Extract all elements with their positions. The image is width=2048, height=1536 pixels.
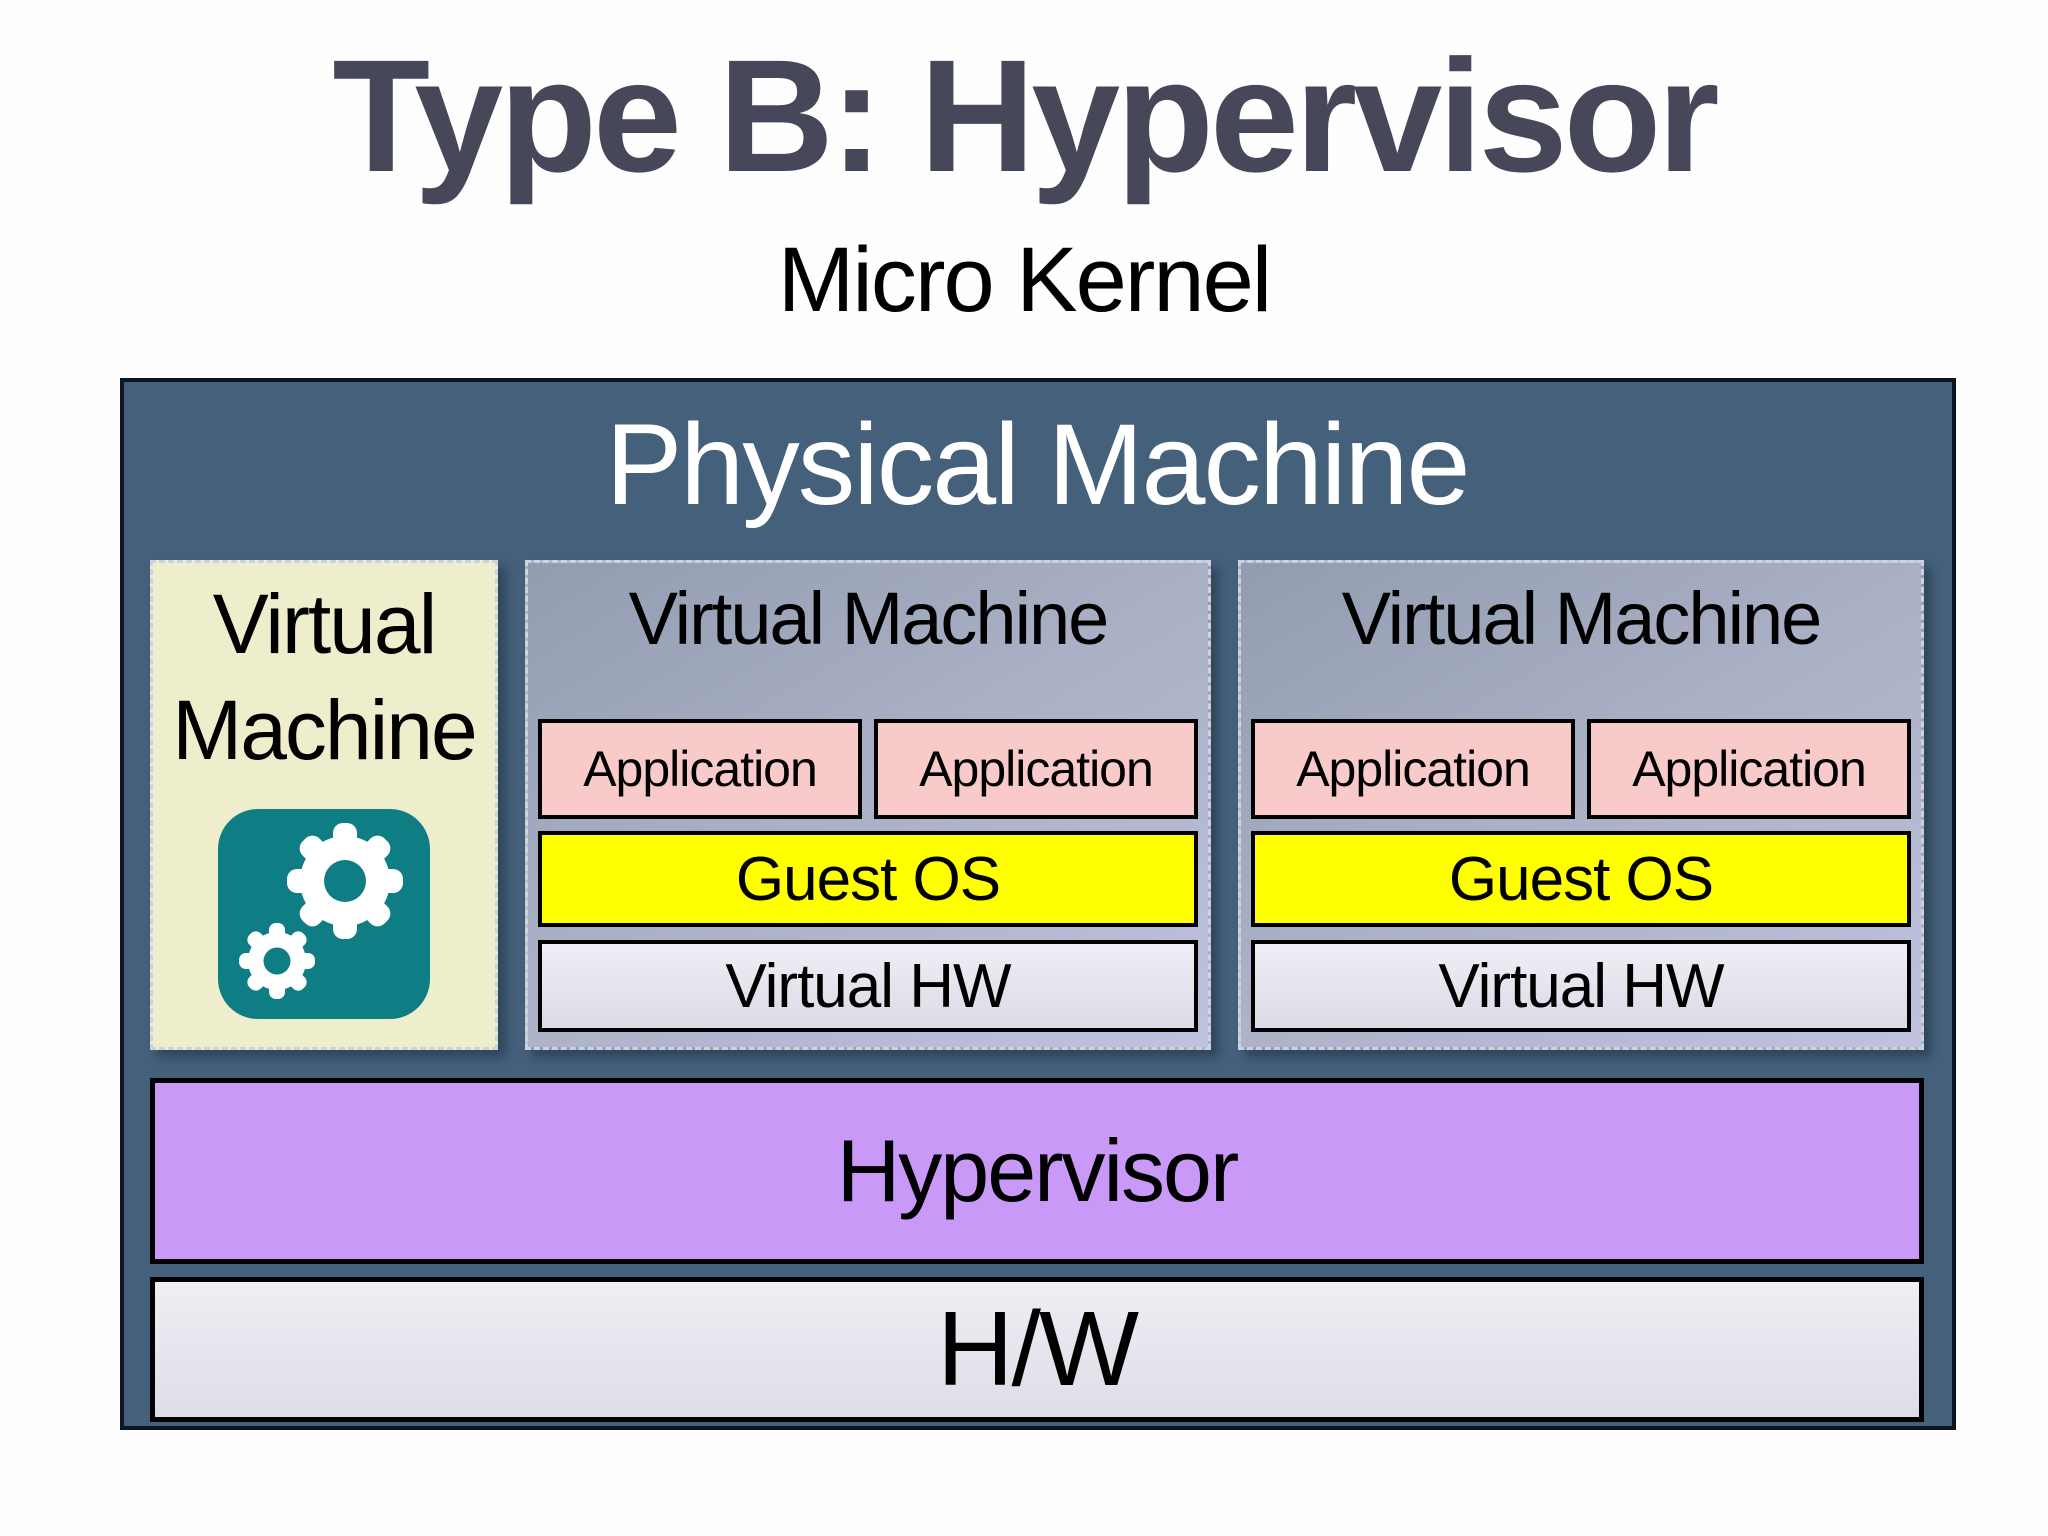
virtual-hw-box: Virtual HW bbox=[538, 940, 1198, 1032]
application-box: Application bbox=[1587, 719, 1911, 819]
hardware-bar: H/W bbox=[150, 1277, 1924, 1422]
virtual-machine-2-label: Virtual Machine bbox=[1341, 577, 1823, 660]
virtual-machine-appliance-label: Virtual Machine bbox=[172, 577, 478, 777]
application-box: Application bbox=[1251, 719, 1575, 819]
applications-row: Application Application bbox=[1251, 719, 1911, 819]
virtual-hw-box: Virtual HW bbox=[1251, 940, 1911, 1032]
applications-row: Application Application bbox=[538, 719, 1198, 819]
virtual-machine-box-2: Virtual Machine Application Application … bbox=[1238, 560, 1924, 1050]
application-box: Application bbox=[874, 719, 1198, 819]
physical-machine-label: Physical Machine bbox=[605, 401, 1471, 529]
virtual-machines-row: Virtual Machine bbox=[150, 560, 1924, 1050]
physical-machine-box: Physical Machine Virtual Machine bbox=[120, 378, 1956, 1430]
hypervisor-bar: Hypervisor bbox=[150, 1078, 1924, 1264]
page-title: Type B: Hypervisor bbox=[332, 26, 1719, 205]
gears-icon bbox=[218, 809, 430, 1019]
virtual-machine-box-1: Virtual Machine Application Application … bbox=[525, 560, 1211, 1050]
application-box: Application bbox=[538, 719, 862, 819]
page-subtitle: Micro Kernel bbox=[777, 229, 1272, 331]
virtual-machine-appliance-box: Virtual Machine bbox=[150, 560, 498, 1050]
virtual-machine-1-label: Virtual Machine bbox=[628, 577, 1110, 660]
guest-os-box: Guest OS bbox=[538, 831, 1198, 927]
guest-os-box: Guest OS bbox=[1251, 831, 1911, 927]
